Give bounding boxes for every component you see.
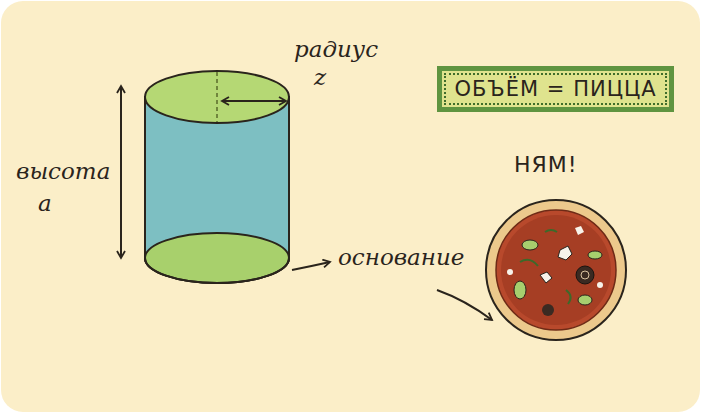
radius-label: радиус bbox=[294, 36, 378, 62]
yum-text: НЯМ! bbox=[514, 152, 578, 177]
cylinder bbox=[145, 71, 289, 283]
base-arrow bbox=[292, 262, 330, 270]
pizza bbox=[486, 200, 626, 340]
height-arrow bbox=[120, 86, 122, 258]
pizza-arrow bbox=[437, 290, 492, 320]
box-text: ОБЪЁМ = ПИЦЦА bbox=[442, 77, 669, 101]
radius-symbol: z bbox=[314, 64, 326, 90]
formula-box: ОБЪЁМ = ПИЦЦА bbox=[437, 66, 674, 112]
radius-arrow bbox=[222, 100, 286, 102]
height-label: высота bbox=[16, 158, 110, 184]
height-symbol: a bbox=[38, 190, 52, 216]
base-label: основание bbox=[338, 244, 464, 270]
